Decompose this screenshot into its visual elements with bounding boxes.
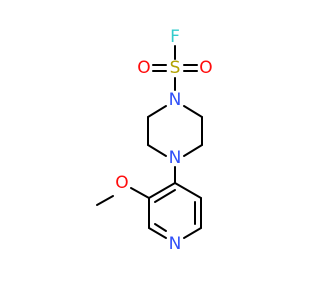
bond-pip-3 — [147, 144, 167, 157]
bond-pyr-n-c2-inner — [154, 223, 167, 232]
atom-oxygen-methoxy: O — [115, 173, 128, 193]
bond-pyr-c3-c4 — [148, 182, 176, 199]
bond-c3-o — [130, 187, 150, 199]
atom-oxygen-right: O — [199, 58, 212, 78]
bond-o-ch3 — [96, 195, 114, 206]
atom-sulfur: S — [170, 58, 181, 78]
atom-labels: F S O O N N O N — [115, 27, 212, 254]
bond-pyr-c6-n — [183, 227, 202, 239]
bond-pyr-c4-c5 — [174, 182, 202, 199]
atom-nitrogen-pyridine: N — [169, 234, 182, 254]
bond-pyr-n-c2 — [148, 227, 167, 239]
atom-nitrogen-sulfonyl: N — [169, 90, 182, 110]
bond-pip-4 — [183, 105, 203, 118]
bond-pip-1 — [147, 105, 167, 118]
atom-fluorine: F — [170, 27, 180, 47]
bond-pip-6 — [183, 144, 203, 157]
atom-nitrogen-aryl: N — [169, 148, 182, 168]
bond-pyr-c3-c4-inner — [154, 189, 176, 203]
atom-oxygen-left: O — [137, 58, 150, 78]
structure-diagram: F S O O N N O N — [96, 27, 213, 254]
bonds — [96, 45, 203, 239]
